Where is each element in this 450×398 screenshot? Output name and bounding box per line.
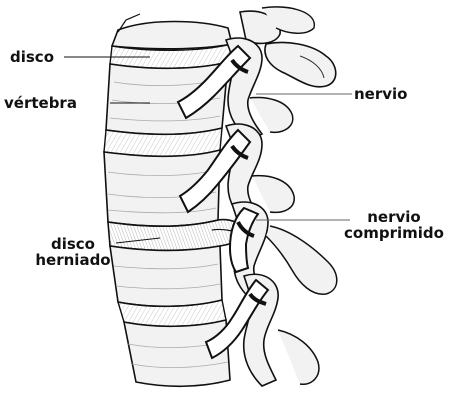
label-disco: disco (10, 49, 54, 65)
label-disco-herniado: disco herniado (28, 236, 118, 268)
label-vertebra: vértebra (4, 95, 77, 111)
label-nervio-comprimido-line1: nervio (344, 209, 444, 225)
label-nervio: nervio (354, 86, 407, 102)
label-disco-herniado-line1: disco (28, 236, 118, 252)
label-disco-herniado-line2: herniado (28, 252, 118, 268)
label-nervio-comprimido-line2: comprimido (344, 225, 444, 241)
label-nervio-comprimido: nervio comprimido (344, 209, 444, 241)
vertebra-3 (110, 246, 222, 306)
spinous-process-1 (265, 43, 336, 87)
